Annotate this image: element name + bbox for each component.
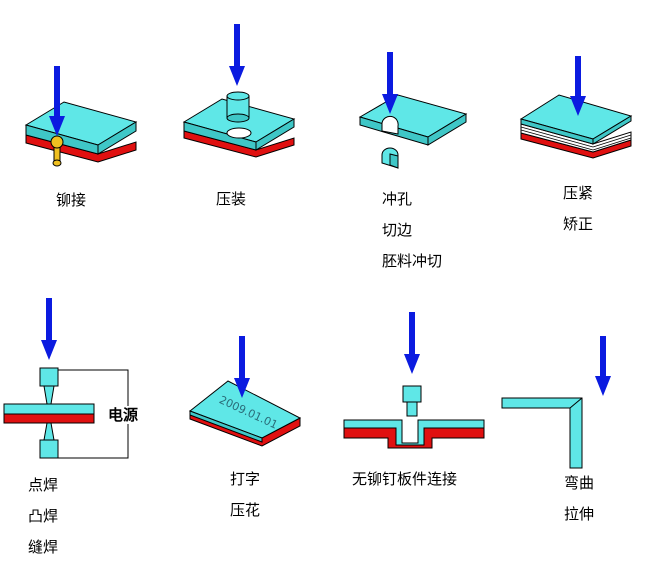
pressing-layer-line-1: [520, 126, 594, 148]
riveting-top-plate-right: [97, 121, 137, 155]
marking-illustration: 2009.01.01: [188, 336, 302, 447]
bending-force-arrow-icon: [595, 336, 611, 396]
arrow-shaft: [409, 312, 415, 356]
arrow-head: [382, 94, 398, 114]
press-fit-illustration: [182, 24, 296, 158]
rivet-tail: [52, 159, 62, 167]
arrow-head: [49, 116, 65, 136]
arrow-shaft: [234, 24, 240, 68]
welding-upper-sheet: [3, 403, 95, 415]
punched-slug-face: [389, 153, 399, 169]
arrow-head: [595, 376, 611, 396]
arrow-head: [41, 340, 57, 360]
pressing-layer-line-3: [592, 134, 632, 148]
bent-sheet-corner: [569, 397, 583, 409]
marking-label-2: 压花: [230, 501, 261, 519]
arrow-shaft: [387, 52, 393, 96]
arrow-head: [404, 354, 420, 374]
bending-label-1: 弯曲: [564, 474, 595, 492]
press-fit-force-arrow-icon: [229, 24, 245, 86]
press-fit-pin-top: [226, 91, 250, 101]
upper-electrode-tip: [43, 385, 55, 405]
marking-force-arrow-icon: [234, 336, 250, 398]
arrow-head: [234, 378, 250, 398]
press-fit-top-plate-right: [255, 118, 295, 151]
arrow-head: [570, 96, 586, 116]
clinching-label: 无铆钉板件连接: [352, 470, 458, 488]
punching-hole: [381, 115, 399, 135]
punching-sheet-right: [427, 113, 467, 146]
punching-label-2: 切边: [382, 221, 413, 239]
welding-label-1: 点焊: [28, 476, 59, 494]
welding-label-3: 缝焊: [28, 538, 59, 556]
marking-top-plate-front: [189, 410, 263, 443]
lower-electrode-tip: [43, 422, 55, 441]
riveting-force-arrow-icon: [49, 66, 65, 136]
pressing-illustration: [519, 56, 633, 159]
clinch-punch-tip: [406, 401, 418, 417]
bending-illustration: [501, 336, 611, 469]
arrow-shaft: [54, 66, 60, 118]
welding-illustration: [3, 298, 129, 459]
clinch-lower-sheet: [343, 427, 485, 449]
punching-illustration: [358, 52, 468, 169]
pressing-layer-line-4: [592, 137, 632, 151]
welding-force-arrow-icon: [41, 298, 57, 360]
clinching-force-arrow-icon: [404, 312, 420, 374]
pressing-force-arrow-icon: [570, 56, 586, 116]
arrow-shaft: [600, 336, 606, 378]
pressing-label-1: 压紧: [563, 184, 594, 202]
marking-label-1: 打字: [230, 470, 261, 488]
press-fit-pin-bottom: [226, 113, 250, 123]
punching-label-3: 胚料冲切: [382, 252, 443, 270]
arrow-shaft: [46, 298, 52, 342]
power-supply-label: 电源: [106, 406, 141, 424]
rivet-head-icon: [50, 135, 64, 149]
arrow-shaft: [239, 336, 245, 380]
punching-force-arrow-icon: [382, 52, 398, 114]
pressing-top-plate-right: [592, 115, 632, 145]
punching-label-1: 冲孔: [382, 190, 413, 208]
arrow-head: [229, 66, 245, 86]
riveting-label: 铆接: [56, 191, 87, 209]
press-fit-label: 压装: [216, 190, 247, 208]
welding-lower-sheet: [3, 413, 95, 424]
arrow-shaft: [575, 56, 581, 98]
lower-electrode-block: [39, 439, 59, 459]
bent-sheet: [501, 397, 583, 469]
clinch-punch-block: [402, 385, 422, 403]
clinching-illustration: [343, 312, 485, 449]
press-fit-hole: [226, 127, 252, 139]
pressing-label-2: 矫正: [563, 215, 594, 233]
welding-label-2: 凸焊: [28, 507, 59, 525]
pressing-layer-line-2: [520, 129, 594, 151]
bending-label-2: 拉伸: [564, 505, 595, 523]
riveting-illustration: [24, 66, 138, 167]
upper-electrode-block: [39, 367, 59, 387]
